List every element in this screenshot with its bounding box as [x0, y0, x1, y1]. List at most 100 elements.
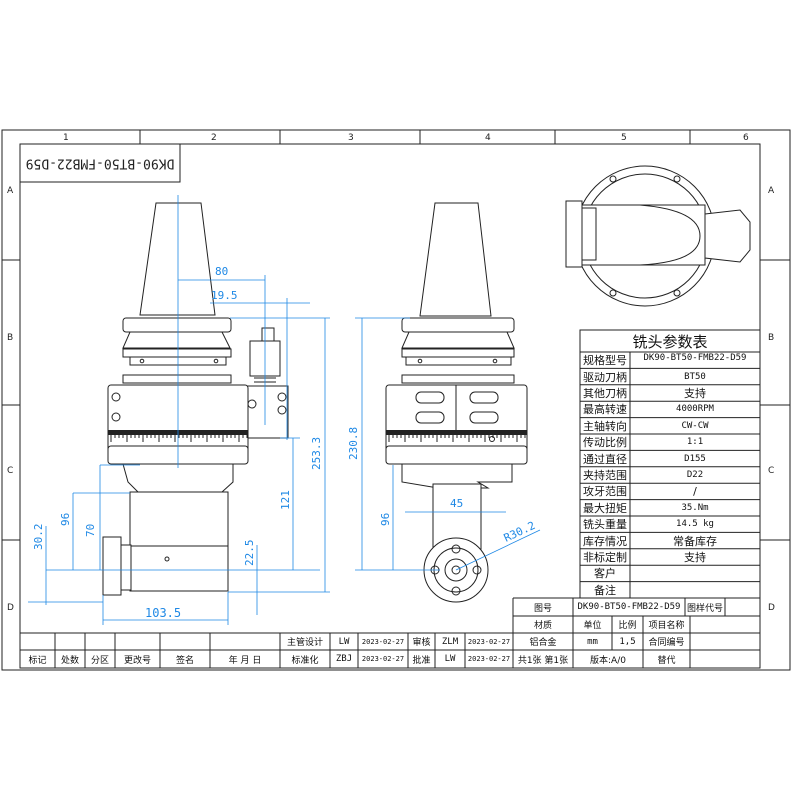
- grid-col-5: 5: [621, 133, 627, 143]
- param-label: 最大扭矩: [583, 501, 627, 515]
- outer-frame: [1, 129, 791, 671]
- dim-45: 45: [450, 497, 463, 510]
- project-label: 项目名称: [648, 621, 685, 631]
- grid-col-4: 4: [485, 133, 491, 143]
- param-value: CW-CW: [681, 420, 709, 431]
- designer-date: 2023-02-27: [361, 637, 405, 646]
- top-view: [565, 165, 751, 307]
- bt50-taper: [139, 202, 216, 316]
- rev-header-zone: 分区: [90, 655, 109, 666]
- title-block-grid: [20, 597, 760, 668]
- param-table-title: 铣头参数表: [632, 332, 708, 351]
- dim-121: 121: [279, 490, 292, 510]
- dim-19-5: 19.5: [211, 289, 238, 302]
- param-value: 4000RPM: [676, 404, 714, 415]
- grid-ticks: [2, 130, 790, 541]
- side-view: [385, 202, 528, 603]
- param-label: 传动比例: [583, 436, 627, 450]
- param-value: D22: [686, 469, 704, 480]
- dim-70: 70: [84, 524, 97, 537]
- grid-row-c: C: [7, 466, 13, 476]
- rev-header-count: 处数: [60, 655, 79, 666]
- param-label: 攻牙范围: [583, 485, 627, 499]
- param-value: 支持: [684, 550, 706, 564]
- param-value: DK90-BT50-FMB22-D59: [643, 353, 747, 363]
- dim-103-5: 103.5: [145, 606, 181, 620]
- unit-label: 单位: [583, 621, 602, 631]
- rotated-title-box: [19, 143, 181, 183]
- standard-date: 2023-02-27: [361, 655, 405, 663]
- grid-row-d: D: [7, 603, 14, 613]
- param-value: [630, 582, 760, 598]
- collet-nut: [102, 536, 122, 596]
- checker: ZLM: [441, 636, 459, 647]
- contract-label: 合同编号: [648, 638, 685, 648]
- drawing-code-label: 图样代号: [686, 603, 723, 614]
- param-table-grid: [579, 329, 761, 599]
- param-value: D155: [684, 453, 706, 464]
- dim-230-8: 230.8: [347, 427, 360, 460]
- param-label: 其他刀柄: [583, 386, 627, 400]
- param-value: BT50: [684, 371, 706, 382]
- grid-col-1: 1: [63, 133, 69, 143]
- grid-row-a-right: A: [768, 186, 775, 196]
- grid-row-d-right: D: [768, 603, 775, 613]
- dim-80: 80: [215, 265, 228, 278]
- param-value: /: [693, 484, 697, 498]
- rev-header-mark: 标记: [28, 655, 47, 666]
- param-label: 驱动刀柄: [583, 370, 627, 384]
- designer-label: 主管设计: [286, 638, 323, 648]
- param-value: 1:1: [686, 437, 704, 448]
- checker-label: 审核: [412, 638, 431, 648]
- checker-date: 2023-02-27: [467, 637, 511, 646]
- grid-col-2: 2: [211, 133, 217, 143]
- dim-253-3: 253.3: [310, 437, 323, 470]
- designer: LW: [338, 636, 350, 647]
- param-value: 35.Nm: [681, 502, 709, 513]
- drawing-no-label: 图号: [533, 603, 552, 614]
- param-value: 14.5 kg: [676, 519, 714, 530]
- material-label: 材质: [533, 621, 552, 631]
- approve-label: 批准: [412, 655, 431, 666]
- param-label: 规格型号: [583, 354, 627, 368]
- dim-96-right: 96: [379, 513, 392, 526]
- dim-96-left: 96: [59, 513, 72, 526]
- grid-col-6: 6: [743, 133, 749, 143]
- param-label: 通过直径: [583, 452, 627, 466]
- standard-label: 标准化: [291, 655, 319, 666]
- unit-value: mm: [587, 636, 598, 647]
- param-label: 主轴转向: [583, 419, 627, 433]
- rotated-title: DK90-BT50-FMB22-D59: [26, 156, 175, 171]
- material-value: 铝合金: [529, 638, 557, 648]
- rev-header-signature: 签名: [175, 655, 194, 666]
- dim-22-5: 22.5: [243, 540, 256, 567]
- rev-header-date: 年 月 日: [228, 655, 262, 666]
- scale-value: 1,5: [619, 636, 636, 647]
- param-value: 支持: [684, 386, 706, 400]
- dimensions: [28, 275, 541, 625]
- grid-row-b: B: [7, 333, 13, 343]
- grid-row-c-right: C: [768, 466, 774, 476]
- param-label: 客户: [594, 567, 616, 581]
- param-value: [630, 565, 760, 581]
- param-value: 常备库存: [673, 534, 717, 548]
- grid-row-b-right: B: [768, 333, 774, 343]
- version: 版本:A/0: [590, 655, 626, 666]
- param-label: 夹持范围: [583, 468, 627, 482]
- param-label: 备注: [594, 583, 616, 597]
- rev-header-change-no: 更改号: [123, 655, 151, 666]
- dim-30-2: 30.2: [32, 524, 45, 551]
- grid-col-3: 3: [348, 133, 354, 143]
- drawing-no: DK90-BT50-FMB22-D59: [577, 602, 681, 612]
- approve-date: 2023-02-27: [467, 655, 511, 663]
- param-label: 铣头重量: [583, 518, 627, 532]
- dim-r30-2: R30.2: [502, 519, 538, 545]
- param-label: 库存情况: [583, 534, 627, 548]
- sheets: 共1张 第1张: [517, 655, 569, 666]
- standard: ZBJ: [335, 654, 353, 664]
- front-view: [102, 195, 289, 596]
- replace-label: 替代: [657, 655, 676, 666]
- scale-label: 比例: [618, 621, 637, 631]
- param-label: 最高转速: [583, 403, 627, 417]
